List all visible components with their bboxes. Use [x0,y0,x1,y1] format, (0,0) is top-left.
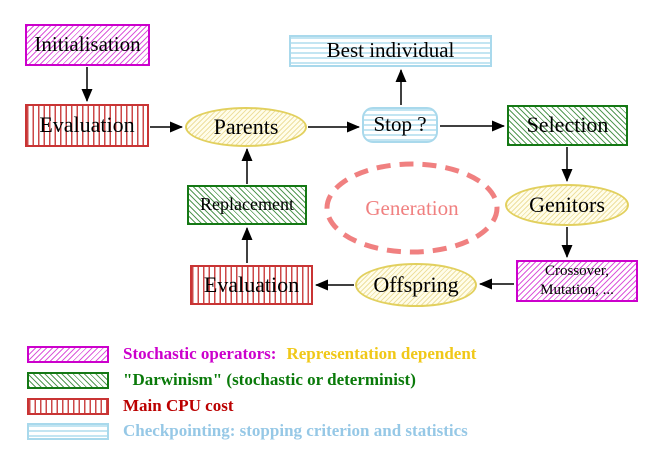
legend-swatch-magenta-hatch [27,345,109,363]
node-replacement: Replacement [187,185,307,225]
node-initialisation: Initialisation [25,24,150,66]
node-genitors-label: Genitors [529,191,605,217]
legend-label-main-cpu-cost: Main CPU cost [123,396,234,415]
legend-swatch-green-hatch [27,371,109,389]
node-best-individual-label: Best individual [326,38,455,63]
legend-label-checkpointing: Checkpointing: stopping criterion and st… [123,421,468,440]
node-parents: Parents [185,107,307,147]
legend-item-darwinism: "Darwinism" (stochastic or determinist) [27,370,416,389]
legend-item-main-cpu-cost: Main CPU cost [27,396,234,415]
node-selection-label: Selection [526,112,609,138]
node-selection: Selection [507,105,628,146]
node-stop: Stop ? [362,107,438,143]
generation-label: Generation [365,196,459,220]
node-evaluation-top-label: Evaluation [39,112,135,138]
legend-label-representation-dependent: Representation dependent [286,344,477,363]
node-evaluation-top: Evaluation [25,104,149,147]
node-crossover-label: Crossover, [545,262,609,279]
node-offspring-label: Offspring [373,271,459,297]
legend-label-darwinism: "Darwinism" (stochastic or determinist) [123,370,416,389]
legend-item-stochastic-operators: Stochastic operators: Representation dep… [27,344,477,363]
node-replacement-label: Replacement [200,194,294,215]
node-crossover-mutation: Crossover, Mutation, ... [516,260,638,302]
node-evaluation-bottom: Evaluation [190,265,313,305]
node-genitors: Genitors [505,184,629,226]
legend-item-checkpointing: Checkpointing: stopping criterion and st… [27,421,468,440]
node-parents-label: Parents [213,113,279,139]
node-mutation-label: Mutation, ... [540,282,614,298]
node-best-individual: Best individual [289,35,492,67]
legend-swatch-cyan-stripes [27,422,109,440]
legend-label-stochastic-operators: Stochastic operators: [123,344,277,363]
legend-swatch-red-stripes [27,397,109,415]
node-evaluation-bottom-label: Evaluation [203,271,300,297]
node-stop-label: Stop ? [373,112,427,137]
node-offspring: Offspring [355,263,477,307]
node-initialisation-label: Initialisation [34,32,141,57]
